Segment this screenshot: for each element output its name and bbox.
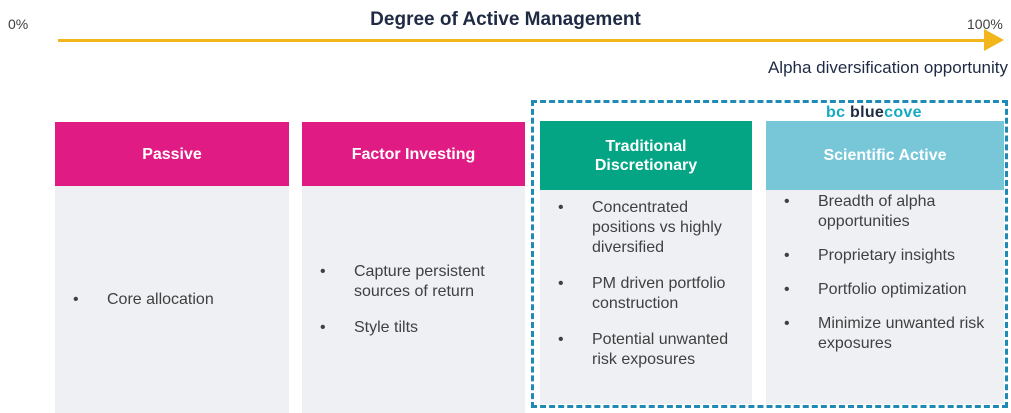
column-title: Factor Investing bbox=[351, 145, 476, 163]
column-body-passive: Core allocation bbox=[55, 186, 289, 413]
scale-max-label: 100% bbox=[967, 16, 1003, 32]
bullet-item: Proprietary insights bbox=[782, 246, 994, 266]
active-strategies-highlight bbox=[531, 100, 1008, 408]
column-body-scientific-active: Breadth of alpha opportunities Proprieta… bbox=[766, 190, 1004, 404]
bullet-item: Style tilts bbox=[318, 318, 515, 338]
logo-text-cove: cove bbox=[884, 104, 922, 121]
column-header-traditional-discretionary: Traditional Discretionary bbox=[540, 121, 752, 190]
bullet-item: Breadth of alpha opportunities bbox=[782, 192, 994, 232]
bluecove-logo: bc bluecove bbox=[826, 104, 922, 122]
scale-min-label: 0% bbox=[8, 16, 29, 32]
column-header-scientific-active: Scientific Active bbox=[766, 121, 1004, 190]
column-title: Scientific Active bbox=[823, 147, 947, 164]
column-title: Traditional Discretionary bbox=[594, 137, 698, 174]
bullet-item: Potential unwanted risk exposures bbox=[556, 330, 742, 370]
bullet-item: Core allocation bbox=[71, 290, 214, 310]
axis-title: Degree of Active Management bbox=[370, 9, 641, 30]
logo-text-blue: blue bbox=[850, 104, 885, 121]
bullet-item: Concentrated positions vs highly diversi… bbox=[556, 198, 742, 258]
axis-arrow-icon bbox=[984, 29, 1004, 51]
bullet-item: Portfolio optimization bbox=[782, 280, 994, 300]
logo-mark-icon: bc bbox=[826, 104, 846, 121]
bullet-item: Minimize unwanted risk exposures bbox=[782, 314, 994, 354]
column-header-factor-investing: Factor Investing bbox=[302, 122, 525, 186]
column-title: Passive bbox=[142, 145, 202, 163]
column-header-passive: Passive bbox=[55, 122, 289, 186]
bullet-item: PM driven portfolio construction bbox=[556, 274, 742, 314]
bullet-item: Capture persistent sources of return bbox=[318, 262, 515, 302]
column-body-traditional-discretionary: Concentrated positions vs highly diversi… bbox=[540, 190, 752, 404]
column-body-factor-investing: Capture persistent sources of return Sty… bbox=[302, 186, 525, 413]
axis-line bbox=[58, 39, 988, 42]
alpha-diversification-label: Alpha diversification opportunity bbox=[767, 58, 1008, 77]
